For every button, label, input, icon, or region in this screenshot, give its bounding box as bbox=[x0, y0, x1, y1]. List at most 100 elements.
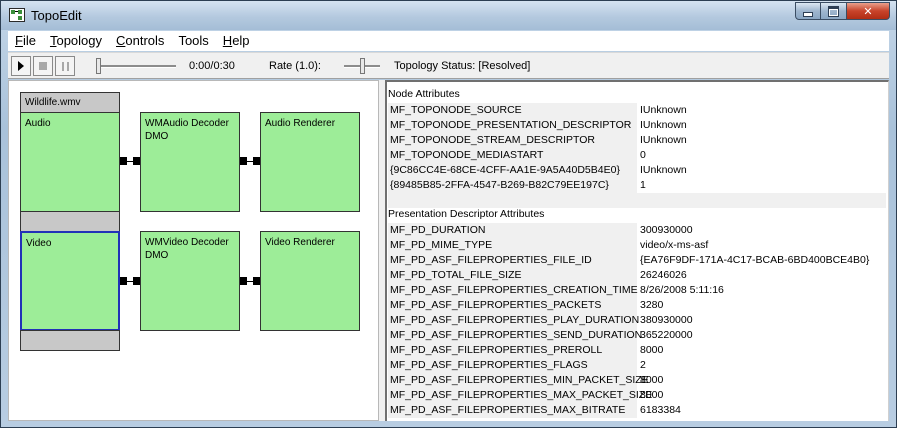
attribute-value: 8000 bbox=[640, 389, 664, 401]
source-node-footer bbox=[20, 330, 120, 351]
audio-connection-2 bbox=[247, 161, 253, 162]
audio-decoder-output-pin[interactable] bbox=[240, 157, 247, 165]
menu-tools[interactable]: Tools bbox=[178, 33, 209, 48]
video-decoder-node[interactable]: WMVideo Decoder DMO bbox=[140, 231, 240, 331]
video-decoder-input-pin[interactable] bbox=[133, 277, 140, 285]
pause-button[interactable] bbox=[55, 56, 75, 76]
title-bar[interactable]: TopoEdit ✕ bbox=[1, 1, 896, 30]
audio-decoder-label: WMAudio Decoder DMO bbox=[145, 118, 229, 142]
attribute-value: IUnknown bbox=[640, 134, 687, 146]
video-decoder-label: WMVideo Decoder DMO bbox=[145, 237, 229, 261]
audio-stream-label: Audio bbox=[25, 118, 51, 129]
attribute-name: {89485B85-2FFA-4547-B269-B82C79EE197C} bbox=[388, 178, 637, 193]
video-connection-2 bbox=[247, 281, 253, 282]
window-title: TopoEdit bbox=[31, 8, 82, 23]
video-renderer-node[interactable]: Video Renderer bbox=[260, 231, 360, 331]
attribute-name: MF_PD_TOTAL_FILE_SIZE bbox=[388, 268, 637, 283]
pd-attribute-row[interactable]: MF_PD_ASF_FILEPROPERTIES_FILE_ID{EA76F9D… bbox=[388, 253, 886, 268]
attribute-name: MF_PD_ASF_FILEPROPERTIES_PLAY_DURATION bbox=[388, 313, 640, 328]
audio-renderer-label: Audio Renderer bbox=[265, 118, 336, 129]
node-attribute-row[interactable]: {89485B85-2FFA-4547-B269-B82C79EE197C}1 bbox=[388, 178, 886, 193]
rate-slider-thumb[interactable] bbox=[360, 58, 365, 74]
minimize-button[interactable] bbox=[795, 2, 821, 20]
attribute-value: IUnknown bbox=[640, 104, 687, 116]
attribute-name: MF_PD_ASF_FILEPROPERTIES_MAX_PACKET_SIZE bbox=[388, 388, 653, 403]
attribute-name: MF_TOPONODE_PRESENTATION_DESCRIPTOR bbox=[388, 118, 637, 133]
attribute-name: MF_PD_ASF_FILEPROPERTIES_MIN_PACKET_SIZE bbox=[388, 373, 649, 388]
stop-icon bbox=[39, 62, 47, 70]
audio-renderer-input-pin[interactable] bbox=[253, 157, 260, 165]
attribute-name: {9C86CC4E-68CE-4CFF-AA1E-9A5A40D5B4E0} bbox=[388, 163, 637, 178]
topology-canvas[interactable]: Wildlife.wmv Audio Video WMAudio Decoder… bbox=[8, 80, 379, 421]
transport-toolbar: 0:00/0:30 Rate (1.0): Topology Status: [… bbox=[8, 52, 889, 79]
audio-renderer-node[interactable]: Audio Renderer bbox=[260, 112, 360, 212]
attribute-name: MF_TOPONODE_MEDIASTART bbox=[388, 148, 637, 163]
minimize-icon bbox=[803, 11, 813, 17]
attribute-name: MF_PD_ASF_FILEPROPERTIES_PREROLL bbox=[388, 343, 637, 358]
attribute-name: MF_PD_ASF_FILEPROPERTIES_FLAGS bbox=[388, 358, 637, 373]
menu-controls[interactable]: Controls bbox=[116, 33, 165, 48]
menu-topology[interactable]: Topology bbox=[49, 33, 103, 48]
audio-decoder-input-pin[interactable] bbox=[133, 157, 140, 165]
audio-decoder-node[interactable]: WMAudio Decoder DMO bbox=[140, 112, 240, 212]
node-attribute-row[interactable]: {9C86CC4E-68CE-4CFF-AA1E-9A5A40D5B4E0}IU… bbox=[388, 163, 886, 178]
video-source-output-pin[interactable] bbox=[120, 277, 127, 285]
time-display: 0:00/0:30 bbox=[189, 60, 235, 72]
attribute-name: MF_PD_MIME_TYPE bbox=[388, 238, 637, 253]
attribute-name: MF_PD_DURATION bbox=[388, 223, 637, 238]
attribute-value: 2 bbox=[640, 359, 646, 371]
video-renderer-label: Video Renderer bbox=[265, 237, 335, 248]
attribute-name: MF_PD_ASF_FILEPROPERTIES_MAX_BITRATE bbox=[388, 403, 637, 418]
topoedit-app-icon[interactable] bbox=[9, 8, 25, 22]
attribute-value: 1 bbox=[640, 179, 646, 191]
section-gap bbox=[388, 193, 886, 208]
menu-help[interactable]: Help bbox=[222, 33, 250, 48]
pane-splitter[interactable] bbox=[379, 80, 385, 421]
video-connection-1 bbox=[127, 281, 133, 282]
pd-attribute-row[interactable]: MF_PD_ASF_FILEPROPERTIES_MIN_PACKET_SIZE… bbox=[388, 373, 886, 388]
menu-file[interactable]: File bbox=[15, 33, 36, 48]
audio-source-output-pin[interactable] bbox=[120, 157, 127, 165]
maximize-button[interactable] bbox=[821, 2, 847, 20]
play-button[interactable] bbox=[11, 56, 31, 76]
seek-slider-thumb[interactable] bbox=[96, 58, 101, 74]
stop-button[interactable] bbox=[33, 56, 53, 76]
node-attributes-title: Node Attributes bbox=[388, 88, 460, 100]
attribute-value: 26246026 bbox=[640, 269, 687, 281]
source-audio-stream[interactable]: Audio bbox=[20, 112, 120, 212]
close-button[interactable]: ✕ bbox=[847, 2, 890, 20]
seek-slider-track[interactable] bbox=[98, 65, 176, 68]
attribute-name: MF_PD_ASF_FILEPROPERTIES_CREATION_TIME bbox=[388, 283, 638, 298]
play-icon bbox=[18, 61, 24, 71]
pause-icon bbox=[61, 61, 69, 71]
attribute-name: MF_PD_ASF_FILEPROPERTIES_FILE_ID bbox=[388, 253, 637, 268]
attribute-value: 8000 bbox=[640, 374, 664, 386]
source-file-label: Wildlife.wmv bbox=[25, 97, 81, 108]
source-node-header[interactable]: Wildlife.wmv bbox=[20, 92, 120, 113]
attribute-value: IUnknown bbox=[640, 119, 687, 131]
attribute-value: 365220000 bbox=[640, 329, 693, 341]
video-renderer-input-pin[interactable] bbox=[253, 277, 260, 285]
rate-label: Rate (1.0): bbox=[269, 60, 321, 72]
attribute-name: MF_PD_ASF_FILEPROPERTIES_PACKETS bbox=[388, 298, 637, 313]
source-video-stream[interactable]: Video bbox=[20, 231, 120, 331]
attribute-value: {EA76F9DF-171A-4C17-BCAB-6BD400BCE4B0} bbox=[640, 254, 870, 266]
video-decoder-output-pin[interactable] bbox=[240, 277, 247, 285]
attribute-value: 3280 bbox=[640, 299, 664, 311]
pd-attribute-row[interactable]: MF_PD_ASF_FILEPROPERTIES_MAX_PACKET_SIZE… bbox=[388, 388, 886, 403]
